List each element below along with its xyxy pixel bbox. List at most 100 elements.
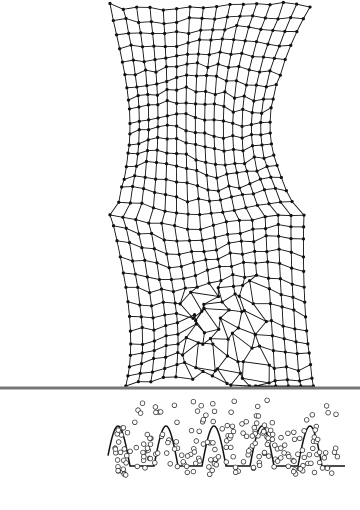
mesh-edge <box>232 262 244 266</box>
mesh-node <box>277 248 280 251</box>
mesh-node <box>267 381 270 384</box>
mesh-edge <box>262 145 264 158</box>
mesh-edge <box>286 191 292 202</box>
mesh-edge <box>157 84 158 95</box>
mesh-node <box>153 191 156 194</box>
mesh-node <box>150 232 153 235</box>
mesh-node <box>241 149 244 152</box>
mesh-node <box>309 363 312 366</box>
mesh-edge <box>177 18 190 23</box>
mesh-edge <box>133 176 135 187</box>
mesh-node <box>213 236 216 239</box>
mesh-node <box>158 278 161 281</box>
mesh-node <box>279 200 282 203</box>
particle <box>257 454 262 459</box>
mesh-edge <box>209 283 218 296</box>
mesh-edge <box>154 249 157 263</box>
mesh-node <box>175 363 178 366</box>
particle <box>287 454 292 459</box>
mesh-edge <box>240 4 243 16</box>
mesh-edge <box>205 147 206 162</box>
mesh-edge <box>167 254 169 268</box>
mesh-node <box>162 376 165 379</box>
particle <box>256 414 261 419</box>
mesh-edge <box>274 46 279 58</box>
mesh-node <box>147 138 150 141</box>
mesh-edge <box>294 310 295 329</box>
mesh-node <box>184 287 187 290</box>
mesh-edge <box>198 186 208 190</box>
mesh-edge <box>129 243 132 261</box>
mesh-edge <box>293 297 294 310</box>
mesh-node <box>194 131 197 134</box>
mesh-node <box>175 30 178 33</box>
mesh-edge <box>243 4 256 5</box>
mesh-node <box>293 327 296 330</box>
mesh-edge <box>138 287 140 305</box>
mesh-edge <box>203 333 205 345</box>
mesh-node <box>139 31 142 34</box>
mesh-edge <box>204 309 229 310</box>
particle <box>250 434 255 439</box>
mesh-edge <box>177 54 188 56</box>
mesh-edge <box>164 22 177 23</box>
mesh-node <box>241 108 244 111</box>
mesh-edge <box>135 70 145 75</box>
mesh-node <box>175 65 178 68</box>
mesh-node <box>164 45 167 48</box>
particle <box>154 410 159 415</box>
mesh-node <box>151 370 154 373</box>
mesh-edge <box>281 202 293 203</box>
mesh-node <box>227 242 230 245</box>
mesh-edge <box>242 138 243 151</box>
mesh-edge <box>142 328 154 331</box>
mesh-edge <box>152 302 164 306</box>
mesh-node <box>153 349 156 352</box>
mesh-edge <box>278 2 283 19</box>
mesh-node <box>280 176 283 179</box>
mesh-edge <box>138 287 150 292</box>
mesh-node <box>134 273 137 276</box>
mesh-edge <box>242 251 254 254</box>
mesh-edge <box>218 64 228 67</box>
mesh-node <box>278 44 281 47</box>
mesh-node <box>269 302 272 305</box>
mesh-edge <box>307 331 308 344</box>
mesh-edge <box>245 157 255 164</box>
mesh-edge <box>291 18 304 19</box>
mesh-node <box>175 165 178 168</box>
mesh-edge <box>256 262 268 263</box>
particle <box>185 454 190 459</box>
particle <box>317 460 322 465</box>
particle <box>292 459 297 464</box>
mesh-edge <box>215 17 228 19</box>
particle <box>286 431 291 436</box>
mesh-node <box>163 210 166 213</box>
particle <box>116 428 121 433</box>
mesh-node <box>210 212 213 215</box>
mesh-node <box>245 83 248 86</box>
mesh-node <box>129 330 132 333</box>
mesh-node <box>194 158 197 161</box>
mesh-node <box>123 178 126 181</box>
mesh-edge <box>179 252 191 255</box>
particle <box>298 467 303 472</box>
mesh-edge <box>122 62 124 75</box>
particle <box>141 450 146 455</box>
mesh-edge <box>124 167 126 180</box>
mesh-edge <box>113 18 126 20</box>
mesh-edge <box>195 270 207 276</box>
mesh-node <box>238 295 241 298</box>
mesh-edge <box>142 46 153 47</box>
mesh-edge <box>283 326 284 339</box>
mesh-node <box>302 17 305 20</box>
mesh-edge <box>165 313 177 314</box>
mesh-node <box>194 116 197 119</box>
particle <box>148 456 153 461</box>
mesh-node <box>262 55 265 58</box>
mesh-node <box>182 277 185 280</box>
mesh-node <box>229 383 232 386</box>
mesh-edge <box>157 263 159 280</box>
particle <box>164 451 169 456</box>
particle <box>128 449 133 454</box>
